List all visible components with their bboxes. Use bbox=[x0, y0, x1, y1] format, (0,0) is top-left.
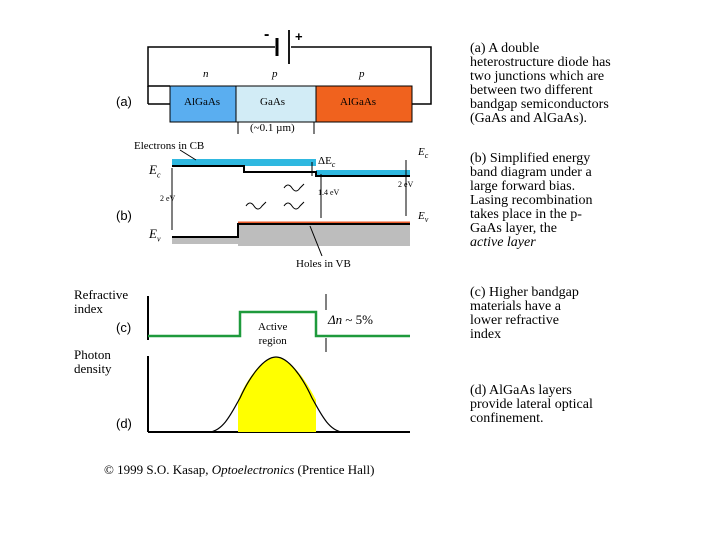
conduction-band-mid bbox=[244, 159, 316, 166]
delta-ec-symbol: ΔE bbox=[318, 155, 332, 167]
copyright-prefix: © 1999 S.O. Kasap, bbox=[104, 462, 212, 477]
electrons-label: Electrons in CB bbox=[134, 140, 205, 152]
algaas-p-layer bbox=[315, 85, 413, 123]
panel-d-tag: (d) bbox=[116, 416, 132, 431]
caption-b-line: large forward bias. bbox=[470, 179, 576, 194]
active-region-label: Active region bbox=[258, 320, 287, 348]
index-axis-label-line-1: Refractive bbox=[74, 287, 129, 302]
valence-band-left bbox=[172, 238, 238, 244]
photon-axis-label-line-2: density bbox=[74, 361, 112, 376]
index-profile bbox=[148, 310, 410, 338]
index-axis-label-line-2: index bbox=[74, 301, 103, 316]
gap-right-label: 2 eV bbox=[398, 180, 414, 189]
caption-a-line: (GaAs and AlGaAs). bbox=[470, 111, 588, 126]
active-region-line-1: Active bbox=[258, 321, 288, 333]
caption-b-line: (b) Simplified energy bbox=[470, 151, 591, 166]
photon-density-curve bbox=[209, 356, 343, 433]
caption-c-line: (c) Higher bandgap bbox=[470, 285, 579, 300]
circuit-wire bbox=[147, 46, 275, 87]
photon-axis-label: Photon density bbox=[74, 348, 112, 376]
panel-c-tag: (c) bbox=[116, 320, 132, 335]
conduction-band-edge bbox=[172, 165, 410, 177]
panel-b-tag: (b) bbox=[116, 208, 132, 223]
valence-band-right bbox=[238, 223, 410, 246]
ec-left-subscript: c bbox=[156, 170, 161, 180]
caption-b-line: Lasing recombination bbox=[470, 193, 593, 208]
caption-b-line: band diagram under a bbox=[470, 165, 592, 180]
algaas-n-layer bbox=[169, 85, 237, 123]
panel-a-tag: (a) bbox=[116, 94, 132, 109]
delta-ec-label: ΔEc bbox=[318, 155, 335, 169]
type-p-right-label: p bbox=[359, 68, 365, 80]
caption-d-line: (d) AlGaAs layers bbox=[470, 383, 572, 398]
photon-density-fill bbox=[238, 357, 316, 432]
caption-d: (d) AlGaAs layers provide lateral optica… bbox=[470, 384, 593, 426]
battery-minus-sign: - bbox=[264, 26, 270, 43]
ec-left-label: Ec bbox=[149, 162, 161, 180]
delta-n-label: Δn ~ 5% bbox=[328, 312, 373, 328]
caption-b-line: active layer bbox=[470, 235, 536, 250]
photon-wave-2 bbox=[245, 201, 267, 210]
caption-c-line: index bbox=[470, 327, 502, 342]
battery-plus-sign: + bbox=[295, 29, 303, 44]
ev-right-symbol: E bbox=[418, 210, 425, 222]
thickness-label: (~0.1 µm) bbox=[250, 122, 295, 134]
caption-a-line: between two different bbox=[470, 83, 593, 98]
gap-left-label: 2 eV bbox=[160, 194, 176, 203]
gaas-label: GaAs bbox=[260, 96, 286, 108]
conduction-band-right bbox=[316, 170, 410, 176]
type-p-mid-label: p bbox=[272, 68, 278, 80]
algaas-left-label: AlGaAs bbox=[184, 96, 221, 108]
index-axis-label: Refractive index bbox=[74, 288, 128, 316]
ec-right-label: Ec bbox=[418, 146, 428, 160]
caption-c-line: materials have a bbox=[470, 299, 561, 314]
copyright-suffix: (Prentice Hall) bbox=[294, 462, 375, 477]
circuit-wire-right bbox=[291, 46, 432, 105]
caption-a: (a) A double heterostructure diode has t… bbox=[470, 42, 611, 126]
caption-b: (b) Simplified energy band diagram under… bbox=[470, 152, 592, 250]
ec-right-symbol: E bbox=[418, 146, 425, 158]
algaas-right-label: AlGaAs bbox=[340, 96, 377, 108]
delta-ec-subscript: c bbox=[331, 160, 336, 170]
ec-right-subscript: c bbox=[424, 151, 429, 161]
ev-left-label: Ev bbox=[149, 226, 161, 244]
ev-right-subscript: v bbox=[424, 215, 429, 225]
valence-band-edge bbox=[172, 223, 410, 238]
photon-axis-label-line-1: Photon bbox=[74, 347, 111, 362]
caption-c: (c) Higher bandgap materials have a lowe… bbox=[470, 286, 579, 342]
photon-wave-1 bbox=[283, 183, 305, 192]
caption-a-line: (a) A double bbox=[470, 41, 540, 56]
copyright-line: © 1999 S.O. Kasap, Optoelectronics (Pren… bbox=[104, 462, 374, 478]
ev-left-symbol: E bbox=[149, 226, 157, 241]
delta-n-symbol: Δn bbox=[328, 312, 343, 327]
delta-n-value: ~ 5% bbox=[342, 312, 374, 327]
caption-a-line: bandgap semiconductors bbox=[470, 97, 609, 112]
caption-b-line: takes place in the p- bbox=[470, 207, 582, 222]
type-n-label: n bbox=[203, 68, 209, 80]
gaas-p-layer bbox=[235, 85, 317, 123]
copyright-title: Optoelectronics bbox=[211, 462, 295, 477]
caption-d-line: provide lateral optical bbox=[470, 397, 593, 412]
conduction-band-left bbox=[172, 159, 244, 166]
caption-a-line: two junctions which are bbox=[470, 69, 605, 84]
caption-a-line: heterostructure diode has bbox=[470, 55, 611, 70]
gap-mid-label: 1.4 eV bbox=[318, 188, 340, 197]
ev-left-subscript: v bbox=[156, 234, 161, 244]
ec-left-symbol: E bbox=[149, 162, 157, 177]
electrons-pointer bbox=[179, 149, 197, 161]
caption-c-line: lower refractive bbox=[470, 313, 559, 328]
caption-b-line: GaAs layer, the bbox=[470, 221, 557, 236]
photon-wave-3 bbox=[283, 201, 305, 210]
active-region-line-2: region bbox=[258, 335, 287, 347]
holes-pointer bbox=[309, 225, 323, 257]
ev-right-label: Ev bbox=[418, 210, 428, 224]
holes-label: Holes in VB bbox=[296, 258, 351, 270]
caption-d-line: confinement. bbox=[470, 411, 544, 426]
